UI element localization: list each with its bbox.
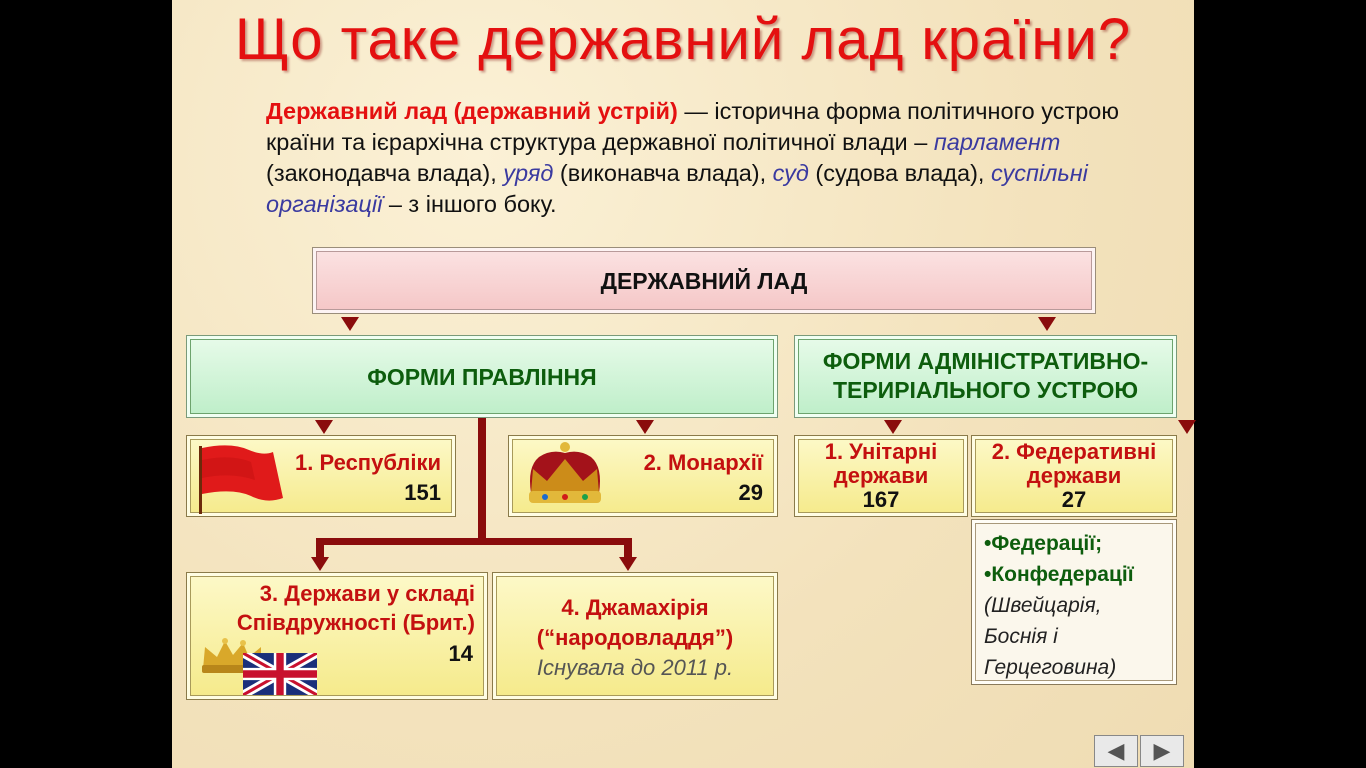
uk-flag-icon — [243, 653, 317, 695]
example-text: Боснія і — [984, 625, 1058, 648]
connector-right-drop — [624, 538, 632, 560]
arrow-to-commonwealth — [311, 557, 329, 571]
root-node: ДЕРЖАВНИЙ ЛАД — [312, 247, 1096, 314]
forms-of-government-node: ФОРМИ ПРАВЛІННЯ — [186, 335, 778, 418]
definition-term: Державний лад (державний устрій) — [266, 98, 678, 124]
crown-icon — [529, 442, 601, 503]
definition-part: — історична форма політичного устрою кра… — [266, 98, 1119, 155]
arrow-to-gov — [341, 317, 359, 331]
forms-of-administrative-node: ФОРМИ АДМІНІСТРАТИВНО- ТЕРИРІАЛЬНОГО УСТ… — [794, 335, 1177, 418]
adm-title-line1: ФОРМИ АДМІНІСТРАТИВНО- — [822, 348, 1149, 374]
federal-states-node: 2. Федеративні держави 27 — [971, 435, 1177, 517]
jamahiriya-line1: 4. Джамахірія — [561, 595, 709, 620]
federal-count: 27 — [1061, 487, 1087, 512]
unitary-line2: держави — [833, 463, 929, 488]
jamahiriya-note: Існувала до 2011 р. — [536, 655, 734, 680]
definition-text: Державний лад (державний устрій) — істор… — [266, 96, 1126, 220]
republics-count: 151 — [404, 480, 441, 505]
federation-types-node: •Федерації; •Конфедерації (Швейцарія, Бо… — [971, 519, 1177, 685]
page-title: Що таке державний лад країни? — [234, 7, 1132, 72]
commonwealth-line2: Співдружності (Брит.) — [236, 610, 475, 635]
federal-line2: держави — [1026, 463, 1122, 488]
unitary-states-node: 1. Унітарні держави 167 — [794, 435, 968, 517]
example-text: (Швейцарія, — [984, 594, 1102, 617]
adm-title-line2: ТЕРИРІАЛЬНОГО УСТРОЮ — [832, 377, 1139, 403]
jamahiriya-node: 4. Джамахірія (“народовладдя”) Існувала … — [492, 572, 778, 700]
federations-item: •Федерації; — [984, 532, 1103, 555]
slide: Що таке державний лад країни? Державний … — [172, 0, 1196, 768]
definition-part: (законодавча влада), — [266, 160, 504, 186]
republics-label: 1. Республіки — [295, 450, 441, 475]
monarchies-count: 29 — [738, 480, 763, 505]
commonwealth-line1: 3. Держави у складі — [259, 581, 475, 606]
definition-part: (виконавча влада), — [553, 160, 773, 186]
arrow-to-republics — [315, 420, 333, 434]
example-text: Герцеговина) — [984, 656, 1117, 679]
court-term: суд — [772, 160, 809, 186]
connector-horizontal — [316, 538, 632, 545]
monarchies-label: 2. Монархії — [643, 450, 763, 475]
jamahiriya-line2: (“народовладдя”) — [536, 625, 734, 650]
definition-part: – з іншого боку. — [382, 191, 557, 217]
commonwealth-count: 14 — [448, 641, 473, 666]
federal-line1: 2. Федеративні — [991, 439, 1157, 464]
connector-vertical — [478, 418, 486, 542]
red-flag-icon — [199, 445, 283, 514]
unitary-line1: 1. Унітарні — [824, 439, 938, 464]
arrow-to-adm — [1038, 317, 1056, 331]
next-slide-button[interactable]: ▶ — [1140, 735, 1184, 767]
connector-left-drop — [316, 538, 324, 560]
unitary-count: 167 — [862, 487, 900, 512]
monarchies-node: 2. Монархії 29 — [508, 435, 778, 517]
government-term: уряд — [503, 160, 554, 186]
organizations-term: суспільні організації — [266, 160, 1088, 217]
commonwealth-node: 3. Держави у складі Співдружності (Брит.… — [186, 572, 488, 700]
arrow-to-monarchies — [636, 420, 654, 434]
prev-slide-button[interactable]: ◀ — [1094, 735, 1138, 767]
arrow-to-unitary — [884, 420, 902, 434]
definition-part: (судова влада), — [808, 160, 991, 186]
arrow-to-jamahiriya — [619, 557, 637, 571]
parliament-term: парламент — [933, 129, 1061, 155]
confederations-item: •Конфедерації — [984, 563, 1134, 586]
republics-node: 1. Республіки 151 — [186, 435, 456, 517]
arrow-to-federal — [1178, 420, 1196, 434]
